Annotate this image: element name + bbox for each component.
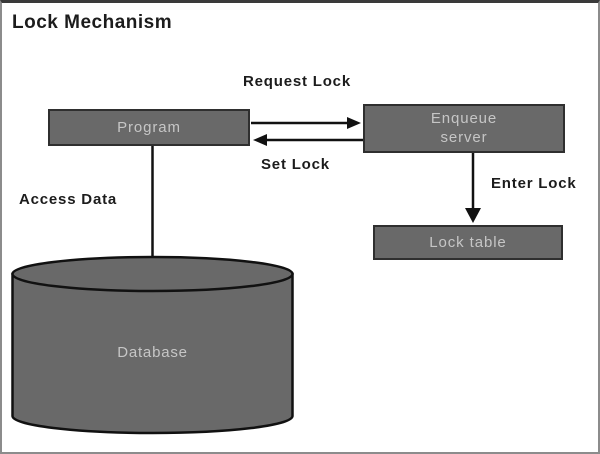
- request-lock-arrow: [251, 117, 361, 129]
- node-program-label: Program: [117, 119, 181, 136]
- node-enqueue-server: Enqueue server: [363, 104, 565, 153]
- node-database-label: Database: [117, 344, 188, 361]
- database-cylinder-top: [11, 255, 294, 293]
- node-program: Program: [48, 109, 250, 146]
- request-lock-label: Request Lock: [243, 73, 351, 90]
- enter-lock-arrow: [465, 153, 481, 223]
- database-cylinder-body: [11, 272, 294, 435]
- access-data-label: Access Data: [19, 191, 118, 208]
- diagram-title: Lock Mechanism: [12, 12, 173, 33]
- set-lock-arrow: [253, 134, 363, 146]
- node-lock-table: Lock table: [373, 225, 563, 260]
- node-lock-table-label: Lock table: [429, 234, 507, 251]
- enter-lock-label: Enter Lock: [491, 175, 577, 192]
- database-cylinder: [11, 255, 294, 435]
- set-lock-label: Set Lock: [261, 156, 330, 173]
- node-enqueue-server-label: Enqueue server: [430, 109, 498, 146]
